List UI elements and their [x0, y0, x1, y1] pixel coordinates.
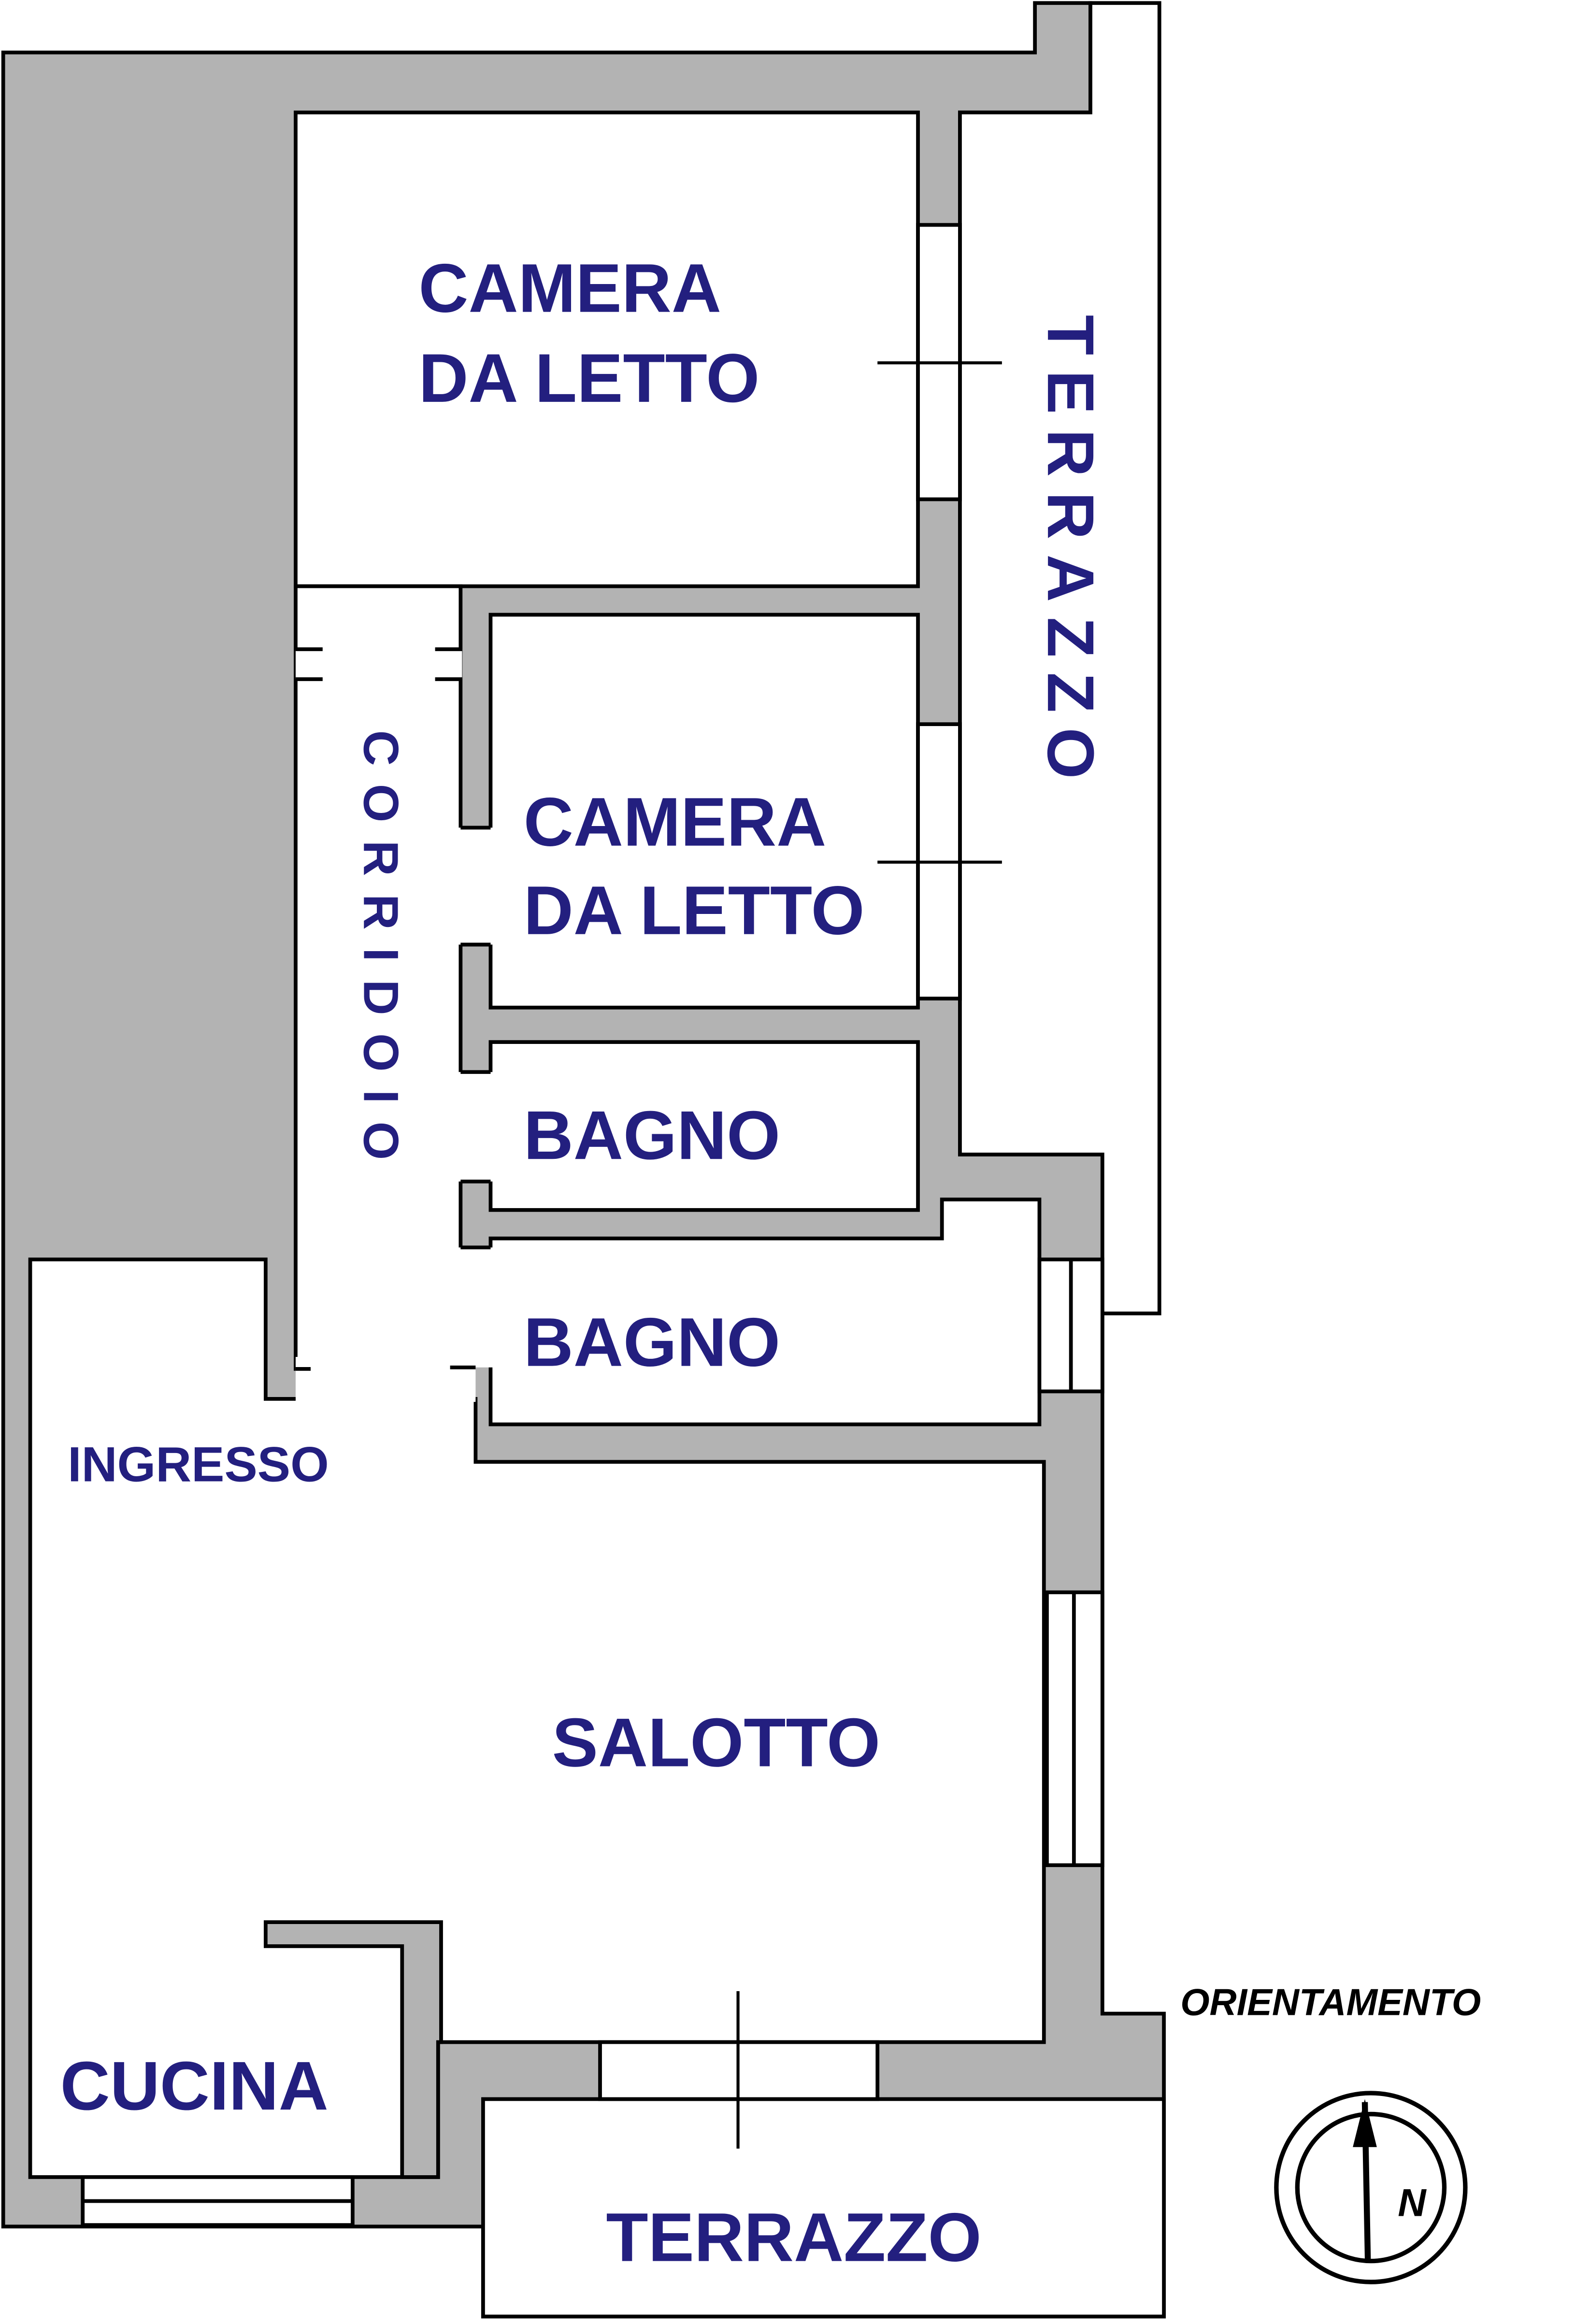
room-labels: CAMERA DA LETTO CAMERA DA LETTO BAGNO BA…	[60, 250, 1108, 2276]
room-terrazzo-bottom	[481, 2097, 1166, 2319]
label-terrazzo-vertical: TERRAZZO	[1034, 315, 1108, 794]
kitchen-wall	[263, 1920, 443, 2179]
compass-inner-ring	[1295, 2111, 1447, 2264]
rooms	[28, 110, 1166, 2319]
compass-outer-ring	[1274, 2091, 1468, 2284]
compass-north-label: N	[1398, 2181, 1427, 2225]
orientation-compass: ORIENTAMENTO N	[1180, 1982, 1481, 2284]
doorway-lines	[295, 647, 491, 1371]
label-salotto: SALOTTO	[552, 1704, 880, 1781]
orientation-label: ORIENTAMENTO	[1180, 1982, 1481, 2024]
label-camera-1-line1: CAMERA	[418, 250, 721, 327]
label-bagno-1: BAGNO	[524, 1097, 780, 1174]
room-bagno-1	[488, 1040, 920, 1212]
doorway-patches	[295, 649, 495, 1402]
window-marks	[736, 361, 1002, 2149]
room-camera-2	[488, 613, 920, 1010]
label-camera-1-line2: DA LETTO	[418, 340, 759, 417]
compass-arrow-icon	[1353, 2099, 1377, 2147]
room-bagno-2	[488, 1198, 1042, 1426]
label-ingresso: INGRESSO	[68, 1437, 329, 1492]
label-cucina: CUCINA	[60, 2048, 329, 2124]
label-terrazzo-bottom: TERRAZZO	[606, 2199, 981, 2276]
label-camera-2-line2: DA LETTO	[524, 872, 865, 949]
label-corridoio: CORRIDOIO	[353, 730, 409, 1178]
label-camera-2-line1: CAMERA	[524, 784, 827, 861]
room-camera-1	[294, 110, 920, 588]
label-bagno-2: BAGNO	[524, 1304, 780, 1381]
room-terrazzo-vertical	[958, 1, 1161, 1315]
